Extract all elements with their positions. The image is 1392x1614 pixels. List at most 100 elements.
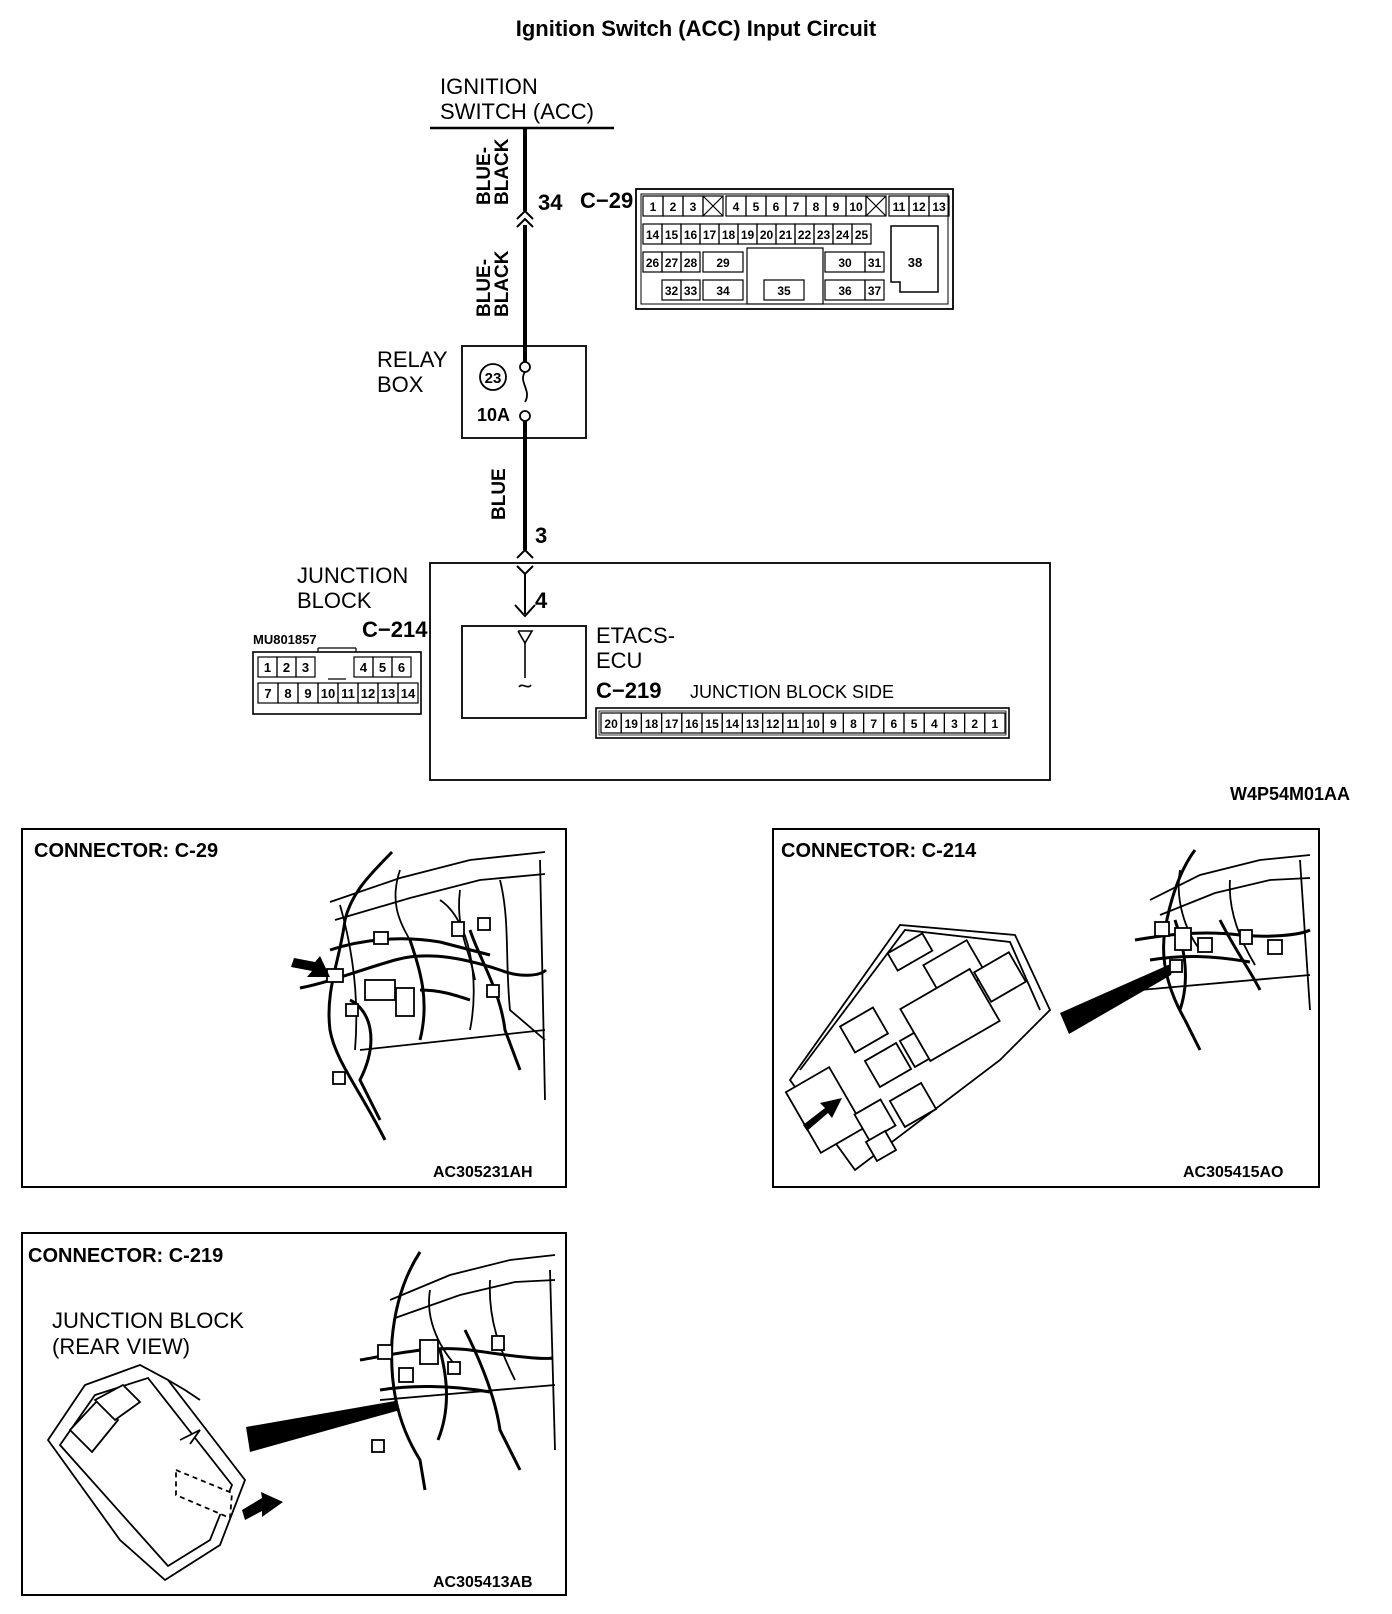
c29-pin-25: 25 [855, 228, 869, 242]
c29-pin-11: 11 [893, 200, 906, 214]
c29-pin-37: 37 [868, 284, 882, 298]
c219-pin-1-cell [984, 712, 1006, 734]
c29-pin-22: 22 [798, 228, 812, 242]
c29-pin-35-cell [763, 279, 805, 301]
fuse-terminal-top [519, 361, 531, 373]
junction-block-rear-illustration [46, 1364, 247, 1582]
c29-pin-37-cell [864, 279, 885, 301]
junction-block: JUNCTION BLOCK 4 [297, 548, 1051, 781]
wire-harness-c29 [299, 850, 548, 1141]
c219-pin-12: 12 [766, 717, 780, 731]
junction-block-label-2: BLOCK [297, 588, 372, 613]
c219-pin-14: 14 [726, 717, 740, 731]
panel-c219-note-2: (REAR VIEW) [52, 1334, 190, 1359]
panel-c29: CONNECTOR: C-29 AC305231AH [21, 828, 567, 1188]
ignition-switch-label-2: SWITCH (ACC) [440, 99, 594, 124]
panel-c214-title: CONNECTOR: C-214 [781, 840, 977, 862]
c29-pin-10: 10 [849, 200, 863, 214]
c214-pin-14-cell [397, 682, 419, 704]
c214-pin-14: 14 [401, 686, 416, 701]
arrow-icon [803, 1098, 842, 1131]
c214-pin-4: 4 [360, 660, 368, 675]
panel-c214-code: AC305415AO [1183, 1164, 1284, 1181]
svg-text:BLACK: BLACK [492, 250, 513, 317]
fuse-number-badge [479, 363, 507, 391]
c29-pin-13-cell [928, 195, 950, 217]
fuse-terminal-bottom [519, 410, 531, 422]
svg-text:BLACK: BLACK [492, 138, 513, 205]
c219-pin-13: 13 [746, 717, 760, 731]
c219-pin-1: 1 [992, 717, 999, 731]
c219-pin-9: 9 [830, 717, 837, 731]
c29-connector-symbol [516, 209, 534, 228]
ignition-switch: IGNITION SWITCH (ACC) [430, 74, 614, 130]
c214-pin-11: 11 [341, 686, 355, 701]
svg-text:BLUE-: BLUE- [474, 259, 495, 317]
c219-pin-5: 5 [911, 717, 918, 731]
dashboard-illustration-c219 [379, 1254, 556, 1451]
c29-pin-33-cell [680, 279, 701, 301]
c29-blank-cell-marks [702, 195, 887, 217]
c29-pin-35: 35 [777, 284, 791, 298]
c29-pin-7: 7 [793, 200, 800, 214]
c29-pin-34-cell [702, 279, 744, 301]
c29-pin-13: 13 [932, 200, 946, 214]
c214-label: C−214 [362, 617, 428, 642]
c219-pin-18: 18 [645, 717, 659, 731]
etacs-label-1: ETACS- [596, 623, 675, 648]
dashboard-illustration-c29 [329, 851, 546, 1101]
c29-pin-29-cell [702, 251, 744, 273]
c29-pin-15: 15 [665, 228, 679, 242]
panel-c219-title: CONNECTOR: C-219 [28, 1245, 223, 1267]
c29-pin-34: 34 [716, 284, 730, 298]
c29-pin-24: 24 [836, 228, 850, 242]
c29-pin-36: 36 [838, 284, 852, 298]
c219-label: C−219 [596, 678, 661, 703]
etacs-input-symbol [517, 630, 534, 645]
page-title: Ignition Switch (ACC) Input Circuit [516, 16, 877, 41]
fuse-element [522, 371, 528, 403]
c219-pin-7: 7 [870, 717, 877, 731]
connector-blocks-c29 [326, 917, 500, 1085]
relay-box-label-1: RELAY [377, 347, 448, 372]
c214-part-number: MU801857 [253, 632, 317, 647]
c214-pin-8: 8 [284, 686, 291, 701]
c219-pin-15: 15 [705, 717, 719, 731]
c219-pin-17: 17 [665, 717, 679, 731]
view-direction-cone [1060, 962, 1175, 1034]
c29-pin-17: 17 [703, 228, 717, 242]
c29-pin-38: 38 [908, 255, 922, 270]
c29-pin-27: 27 [665, 256, 679, 270]
c219-connector-face [595, 707, 1010, 739]
upper-wire-color: BLUE- BLACK [474, 138, 513, 205]
c29-pin-4: 4 [733, 200, 740, 214]
c219-pin-4: 4 [931, 717, 938, 731]
c29-pin-18: 18 [722, 228, 736, 242]
c219-pin-3: 3 [951, 717, 958, 731]
c29-pin-14: 14 [646, 228, 660, 242]
c29-pin-6: 6 [773, 200, 780, 214]
svg-text:BLUE-: BLUE- [474, 147, 495, 205]
c214-pin-10: 10 [321, 686, 335, 701]
c29-pin-30: 30 [838, 256, 852, 270]
fuse-number: 23 [485, 370, 502, 387]
c29-pin-33: 33 [684, 284, 698, 298]
c214-pin-6: 6 [398, 660, 405, 675]
c29-pin-26: 26 [646, 256, 660, 270]
junction-block-outline [429, 562, 1051, 781]
c214-pin-12: 12 [361, 686, 375, 701]
relay-box: RELAY BOX 23 10A [377, 345, 587, 439]
view-direction-cone [246, 1401, 400, 1452]
c29-pin-number: 34 [538, 190, 563, 215]
c29-pin-31-cell [864, 251, 885, 273]
c219-pin-2: 2 [971, 717, 978, 731]
c29-pin-20: 20 [760, 228, 774, 242]
c29-pin-19: 19 [741, 228, 755, 242]
c29-pin-32: 32 [665, 284, 679, 298]
c214-pin-2: 2 [283, 660, 290, 675]
c214-pin-6-cell [391, 656, 412, 678]
